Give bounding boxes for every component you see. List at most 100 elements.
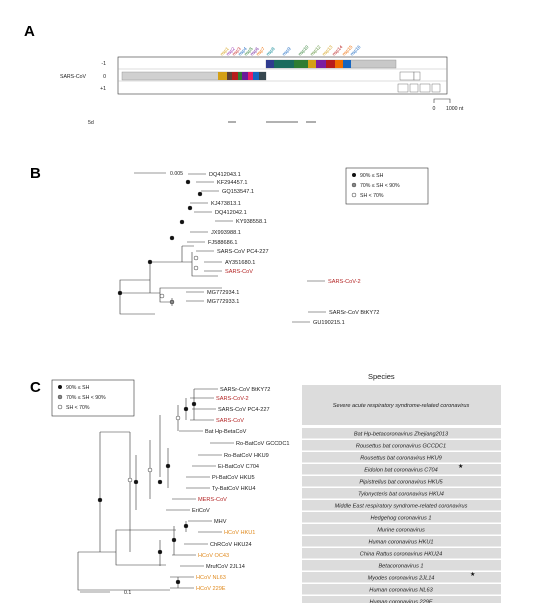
c-legend-marker-high	[58, 385, 62, 389]
tree-c-tip: HCoV OC43	[198, 553, 229, 559]
panel-c-letter: C	[30, 379, 41, 396]
species-label: Myodes coronavirus 2JL14	[368, 575, 435, 581]
species-label: Rousettus bat coronavirus HKU9	[360, 455, 441, 461]
tree-c-node	[183, 406, 189, 412]
species-label: Middle East respiratory syndrome-related…	[335, 503, 468, 509]
orf-box	[431, 83, 441, 93]
species-box	[302, 524, 501, 535]
tree-c-tip: Ty-BatCoV HKU4	[212, 486, 256, 492]
protein-label: nsp6	[249, 46, 260, 57]
panel-b-letter: B	[30, 165, 41, 182]
orf-seg	[335, 60, 343, 68]
c-legend-high: 90% ≤ SH	[66, 385, 90, 391]
star-icon: ★	[470, 571, 475, 578]
tree-c-tip: MERS-CoV	[198, 497, 227, 503]
panel-c: C Species 90% ≤ SH 70% ≤ SH < 90% SH < 7…	[30, 372, 501, 603]
tree-c-tip: SARS-CoV PC4-227	[218, 407, 270, 413]
tree-c-node	[157, 549, 163, 555]
orf-seg	[248, 72, 253, 80]
species-label: Human coronavirus 229E	[369, 599, 432, 603]
orf-box	[397, 83, 409, 93]
species-box	[302, 536, 501, 547]
b-legend-high: 90% ≤ SH	[360, 173, 384, 179]
orf-seg	[343, 60, 351, 68]
protein-label: nsp8	[265, 46, 276, 57]
tree-b-node	[193, 265, 199, 271]
orf-seg	[227, 72, 232, 80]
tree-c-node	[175, 579, 181, 585]
tree-c-tip: HCoV HKU1	[224, 530, 255, 536]
tree-b-node	[159, 293, 165, 299]
tree-b-tip: KY938558.1	[236, 219, 267, 225]
tree-c-tip: SARSr-CoV BtKY72	[220, 387, 270, 393]
row-label-plus1: +1	[100, 86, 106, 92]
protein-label: nsp3	[231, 46, 242, 57]
b-legend	[345, 167, 429, 205]
c-legend-low: SH < 70%	[66, 405, 90, 411]
orf-box	[399, 71, 415, 81]
species-label: Eidolon bat coronavirus C704	[364, 467, 437, 473]
tree-c-node	[191, 401, 197, 407]
species-box	[302, 548, 501, 559]
tree-b-tip: KF294457.1	[217, 180, 247, 186]
tree-c-node	[183, 523, 189, 529]
orf-seg	[218, 72, 227, 80]
tree-c-tip: EriCoV	[192, 508, 210, 514]
protein-label: nsp1	[219, 46, 230, 57]
species-label: Bat Hp-betacoronavirus Zhejiang2013	[354, 431, 449, 437]
tree-c-tip: Ro-BatCoV HKU9	[224, 453, 269, 459]
tree-b-tip: MG772933.1	[207, 299, 239, 305]
tree-c-tip: Ro-BatCoV GCCDC1	[236, 441, 289, 447]
species-header: Species	[368, 372, 395, 381]
tree-b-tip: FJ588686.1	[208, 240, 238, 246]
tree-c-tip: ChRCoV HKU24	[210, 542, 252, 548]
c-legend-marker-low	[57, 404, 63, 410]
orf-seg	[294, 60, 308, 68]
orf-seg	[266, 60, 274, 68]
tree-b-tip: DQ412042.1	[215, 210, 247, 216]
species-label: Tylonycteris bat coronavirus HKU4	[358, 491, 444, 497]
b-legend-mid: 70% ≤ SH < 90%	[360, 183, 400, 189]
protein-label: nsp9	[281, 46, 292, 57]
b-legend-marker-high	[352, 173, 356, 177]
tree-c	[77, 431, 176, 591]
genome-label: SARS-CoV	[60, 74, 86, 80]
tree-b-node	[187, 205, 193, 211]
protein-label: nsp10	[297, 44, 310, 57]
tree-b-tips: DQ412043.1KF294457.1GQ153547.1KJ473813.1…	[117, 172, 379, 326]
tree-b-tip: AY351680.1	[225, 260, 255, 266]
tree-c-tip: SARS-CoV	[216, 418, 244, 424]
tree-b-tip: SARS-CoV PC4-227	[217, 249, 269, 255]
tree-c-tip: Bat Hp-BetaCoV	[205, 429, 247, 435]
species-box	[302, 584, 501, 595]
panel-a-letter: A	[24, 23, 35, 40]
row-label-minus1: -1	[101, 61, 106, 67]
orf-box	[413, 71, 421, 81]
species-box	[302, 500, 501, 511]
orf-seg	[308, 60, 316, 68]
species-box	[302, 428, 501, 439]
tree-c-tip: HCoV NL63	[196, 575, 226, 581]
tree-c-node	[133, 479, 139, 485]
orf-seg	[274, 60, 294, 68]
protein-label: nsp7	[255, 46, 266, 57]
tree-b-tip: SARSr-CoV BtKY72	[329, 310, 379, 316]
species-label: Human coronavirus NL63	[369, 587, 433, 593]
orf-seg	[316, 60, 326, 68]
scale-zero: 0	[433, 106, 436, 112]
b-legend-low: SH < 70%	[360, 193, 384, 199]
tree-c-node	[165, 463, 171, 469]
tree-b-tip: JX993988.1	[211, 230, 241, 236]
species-box	[302, 464, 501, 475]
tree-c-tip: MrufCoV 2JL14	[206, 564, 245, 570]
species-box	[302, 560, 501, 571]
species-box	[302, 452, 501, 463]
tree-b-tip: SARS-CoV	[225, 269, 253, 275]
tree-b-node	[193, 255, 199, 261]
orf-seg	[238, 72, 242, 80]
tree-c-tip: SARS-CoV-2	[216, 396, 249, 402]
species-box	[302, 476, 501, 487]
tree-b-tip: MG772934.1	[207, 290, 239, 296]
tree-c-node	[171, 537, 177, 543]
